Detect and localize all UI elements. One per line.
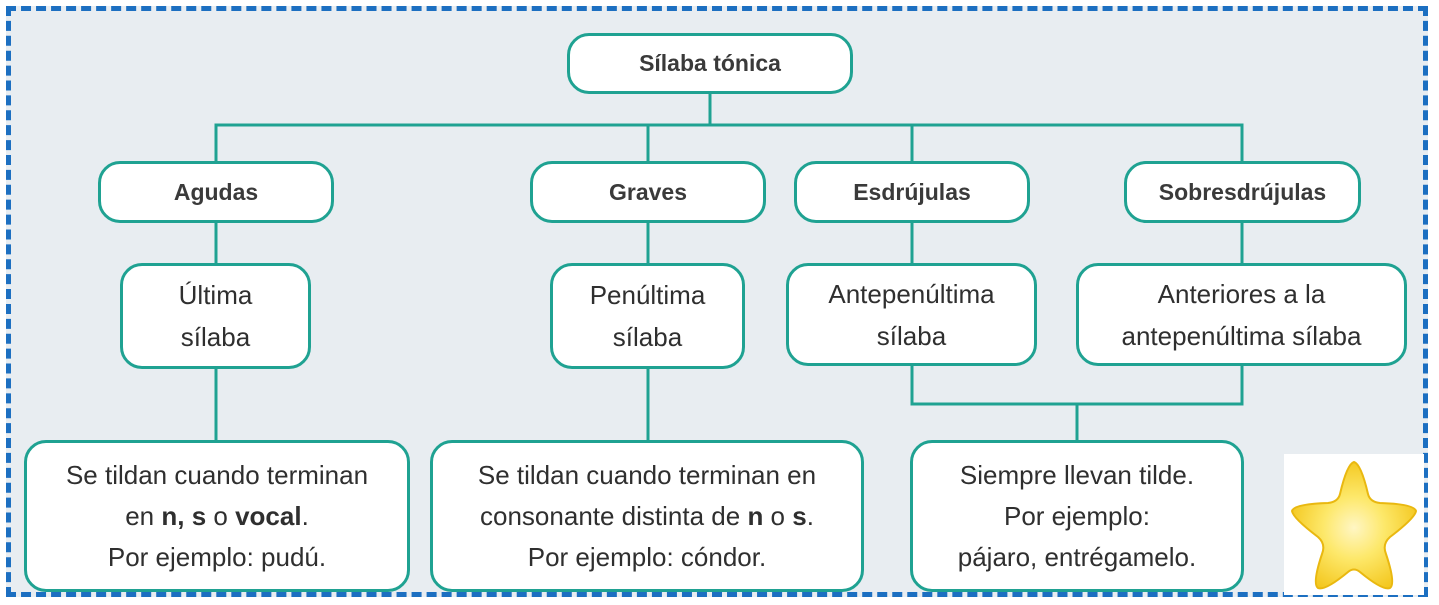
- definition-agudas: Última sílaba: [120, 263, 311, 369]
- definition-line: sílaba: [876, 320, 947, 351]
- rule-line: Por ejemplo: cóndor.: [527, 541, 767, 572]
- definition-esdrujulas: Antepenúltima sílaba: [786, 263, 1037, 366]
- rule-line: Por ejemplo:: [1004, 500, 1150, 531]
- definition-line: Anteriores a la: [1157, 278, 1326, 309]
- rule-text: o: [763, 500, 793, 531]
- category-esdrujulas: Esdrújulas: [794, 161, 1030, 223]
- rule-line: pájaro, entrégamelo.: [957, 541, 1197, 572]
- rule-text: en: [125, 500, 162, 531]
- category-sobresdrujulas: Sobresdrújulas: [1124, 161, 1361, 223]
- rule-agudas: Se tildan cuando terminan en n, s o voca…: [24, 440, 410, 592]
- rule-line: Siempre llevan tilde.: [959, 459, 1195, 490]
- rule-text: o: [206, 500, 236, 531]
- definition-sobresdrujulas: Anteriores a la antepenúltima sílaba: [1076, 263, 1407, 366]
- category-label-sobresdrujulas: Sobresdrújulas: [1158, 178, 1327, 205]
- rule-graves: Se tildan cuando terminan en consonante …: [430, 440, 864, 592]
- definition-graves: Penúltima sílaba: [550, 263, 745, 369]
- rule-keyword: n: [161, 500, 178, 531]
- root-label: Sílaba tónica: [639, 50, 781, 76]
- rule-keyword: s: [191, 500, 207, 531]
- category-agudas: Agudas: [98, 161, 334, 223]
- rule-line: Se tildan cuando terminan: [65, 459, 369, 490]
- rule-separator: ,: [177, 500, 192, 531]
- root-node: Sílaba tónica: [567, 33, 853, 94]
- rule-line: Por ejemplo: pudú.: [107, 541, 327, 572]
- category-label-agudas: Agudas: [173, 178, 259, 205]
- rule-esdrujulas-sobresdrujulas: Siempre llevan tilde. Por ejemplo: pájar…: [910, 440, 1244, 592]
- rule-line: Se tildan cuando terminan en: [477, 459, 817, 490]
- definition-line: Penúltima: [589, 280, 706, 310]
- star-icon: [1284, 454, 1424, 595]
- definition-line: antepenúltima sílaba: [1121, 320, 1362, 351]
- category-graves: Graves: [530, 161, 766, 223]
- rule-keyword: n: [747, 500, 764, 531]
- rule-keyword: s: [792, 500, 807, 531]
- rule-keyword: vocal: [235, 500, 302, 531]
- rule-text: .: [301, 500, 309, 531]
- rule-line: consonante distinta de n o s.: [478, 496, 816, 537]
- star-shape: [1290, 460, 1418, 590]
- rule-text: consonante distinta de: [480, 500, 748, 531]
- rule-text: .: [806, 500, 814, 531]
- definition-line: Antepenúltima: [828, 278, 995, 309]
- definition-line: sílaba: [180, 322, 251, 352]
- category-label-esdrujulas: Esdrújulas: [853, 178, 971, 205]
- definition-line: sílaba: [612, 322, 683, 352]
- category-label-graves: Graves: [608, 178, 687, 205]
- definition-line: Última: [178, 280, 253, 310]
- rule-line: en n, s o vocal.: [66, 496, 368, 537]
